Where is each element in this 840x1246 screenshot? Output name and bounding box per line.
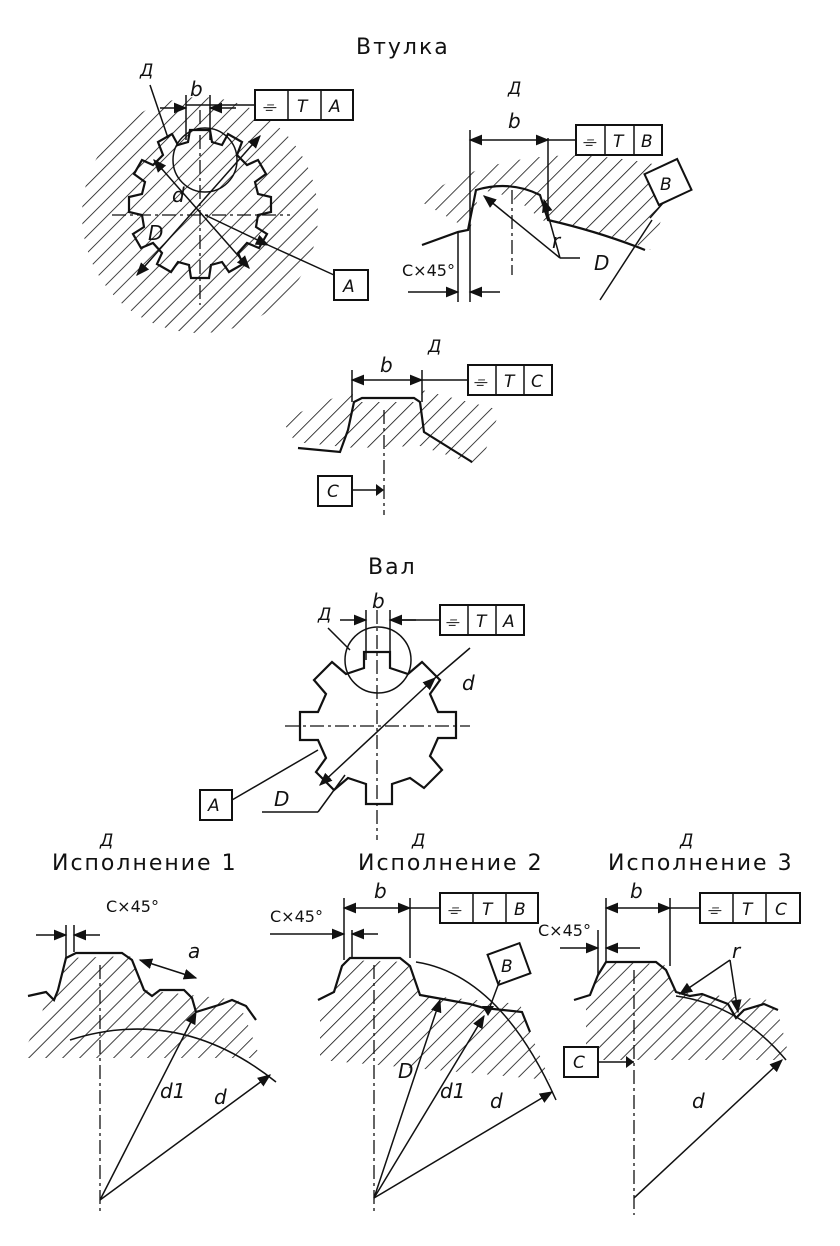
- shaft-round-view: b Д ⌯ T A d A D: [199, 589, 525, 840]
- detail-c-datum: C: [327, 482, 339, 502]
- variant-2-title: Исполнение 2: [358, 851, 544, 876]
- shaft-tolerance-frame-a: ⌯ T A: [439, 604, 525, 636]
- shaft-detail-circle: [344, 626, 412, 694]
- bushing-datum-a-box: [333, 269, 369, 301]
- symmetry-icon: ⌯: [262, 97, 277, 117]
- variant-3-hatch: [586, 962, 790, 1060]
- shaft-title: Вал: [368, 555, 417, 580]
- bushing-view-mark: Д: [139, 61, 153, 81]
- variant-2-view-mark: Д: [411, 831, 425, 851]
- variant-2-hatch: [320, 960, 550, 1080]
- shaft-b-symbol: b: [372, 589, 385, 613]
- variant-2-b-symbol: b: [374, 879, 387, 903]
- detail-b-tolerance-frame: ⌯ T B: [575, 124, 663, 156]
- shaft-d-symbol: d: [462, 671, 475, 695]
- svg-text:T: T: [297, 97, 309, 117]
- detail-b-D-symbol: D: [594, 251, 609, 275]
- detail-c-datum-box: [317, 475, 353, 507]
- variant-2-d1-symbol: d1: [440, 1079, 465, 1103]
- detail-b-r-symbol: r: [552, 229, 562, 253]
- svg-text:C: C: [531, 372, 543, 392]
- variant-1-d1-symbol: d1: [160, 1079, 185, 1103]
- symmetry-icon: ⌯: [473, 372, 488, 392]
- variant-2-tolerance-frame: ⌯ T B: [439, 892, 539, 924]
- variant-3-datum: C: [573, 1053, 585, 1073]
- detail-c-tolerance-frame: ⌯ T C: [467, 364, 553, 396]
- variant-3-datum-box: [563, 1046, 599, 1078]
- detail-b-chamfer: C×45°: [402, 261, 455, 280]
- variant-2-D-symbol: D: [398, 1059, 413, 1083]
- variant-1: Д Исполнение 1 C×45° a d1 d: [20, 831, 277, 1215]
- symmetry-icon: ⌯: [582, 132, 597, 152]
- variant-3: Д Исполнение 3 b C×45° ⌯ T C r C d: [538, 831, 801, 1215]
- svg-text:B: B: [514, 900, 526, 920]
- svg-text:C: C: [775, 900, 787, 920]
- variant-3-tolerance-frame: ⌯ T C: [699, 892, 801, 924]
- variant-3-r-symbol: r: [732, 939, 742, 963]
- detail-b-view-mark: Д: [507, 79, 521, 99]
- bushing-detail-b: b Д ⌯ T B B r D C×45°: [402, 79, 693, 302]
- variant-2-chamfer: C×45°: [270, 907, 323, 926]
- variant-1-d-symbol: d: [214, 1085, 227, 1109]
- variant-2-datum-box: [486, 941, 532, 987]
- variant-3-title: Исполнение 3: [608, 851, 794, 876]
- svg-text:A: A: [328, 97, 341, 117]
- svg-text:T: T: [476, 612, 488, 632]
- variant-3-view-mark: Д: [679, 831, 693, 851]
- variant-2: Д Исполнение 2 b C×45° ⌯ T B B D d1 d: [270, 831, 557, 1215]
- variant-1-a-symbol: a: [188, 939, 200, 963]
- variant-1-title: Исполнение 1: [52, 851, 238, 876]
- variant-3-chamfer: C×45°: [538, 921, 591, 940]
- bushing-datum-a: A: [342, 277, 355, 297]
- svg-text:T: T: [482, 900, 494, 920]
- shaft-view-mark: Д: [317, 605, 331, 625]
- bushing-title: Втулка: [356, 35, 450, 60]
- variant-2-d-symbol: d: [490, 1089, 503, 1113]
- bushing-D-symbol: D: [148, 221, 163, 245]
- shaft-datum-a-box: [199, 789, 233, 821]
- svg-text:A: A: [502, 612, 515, 632]
- detail-c-view-mark: Д: [427, 337, 441, 357]
- detail-b-b-symbol: b: [508, 109, 521, 133]
- svg-text:T: T: [742, 900, 754, 920]
- symmetry-icon: ⌯: [707, 900, 722, 920]
- bushing-detail-c: b Д ⌯ T C C: [282, 337, 553, 515]
- bushing-round-view: b Д d D A ⌯ T A: [82, 61, 369, 333]
- bushing-D-dimension: [136, 134, 261, 277]
- svg-text:T: T: [504, 372, 516, 392]
- symmetry-icon: ⌯: [447, 900, 462, 920]
- shaft-d-dimension: [319, 677, 436, 786]
- shaft-D-symbol: D: [274, 787, 289, 811]
- detail-b-datum: B: [660, 175, 672, 195]
- svg-text:T: T: [613, 132, 625, 152]
- variant-1-view-mark: Д: [99, 831, 113, 851]
- bushing-b-symbol: b: [190, 77, 203, 101]
- variant-3-b-symbol: b: [630, 879, 643, 903]
- bushing-detail-c-hatch: [282, 390, 500, 466]
- variant-1-chamfer: C×45°: [106, 897, 159, 916]
- detail-c-b-symbol: b: [380, 353, 393, 377]
- symmetry-icon: ⌯: [445, 612, 460, 632]
- variant-3-d-symbol: d: [692, 1089, 705, 1113]
- shaft-datum-a: A: [207, 796, 220, 816]
- variant-1-hatch: [20, 956, 260, 1058]
- variant-2-datum: B: [501, 957, 513, 977]
- bushing-tolerance-frame-a: ⌯ T A: [254, 89, 354, 121]
- detail-b-datum-box: [643, 157, 693, 207]
- svg-text:B: B: [641, 132, 653, 152]
- bushing-d-symbol: d: [172, 183, 185, 207]
